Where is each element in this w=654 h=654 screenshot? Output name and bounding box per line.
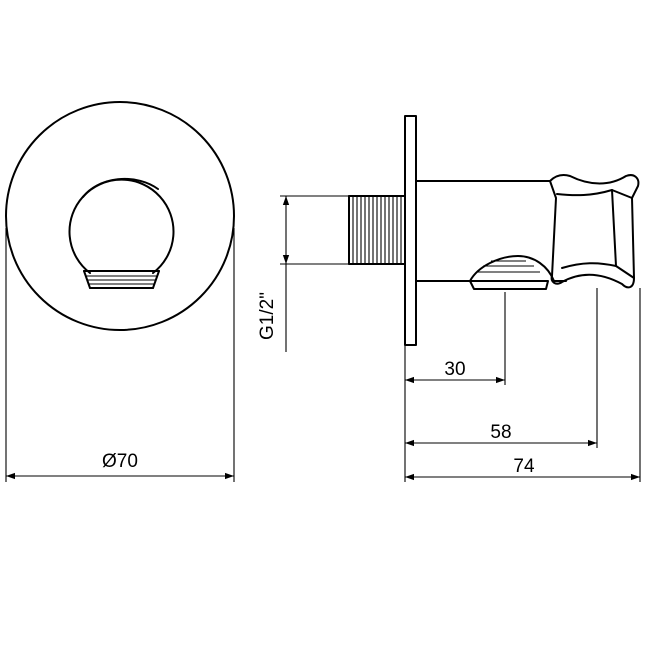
outlet-depth-label: 30 [444,359,465,380]
wall-flange-circle [5,101,235,331]
side-thread [348,195,406,265]
outlet-body [415,180,567,282]
front-thread [83,270,160,289]
holder-depth-label: 58 [490,422,511,443]
diameter-label: Ø70 [102,451,138,472]
front-view: Ø70 [5,101,235,482]
total-depth-label: 74 [513,456,535,477]
hose-outlet [469,260,549,290]
shower-holder [549,174,640,289]
side-view: G1/2" 30 58 74 [257,115,641,482]
thread-label: G1/2" [257,292,278,340]
outlet-inner-arc [82,177,159,198]
wall-flange-side [404,115,417,346]
